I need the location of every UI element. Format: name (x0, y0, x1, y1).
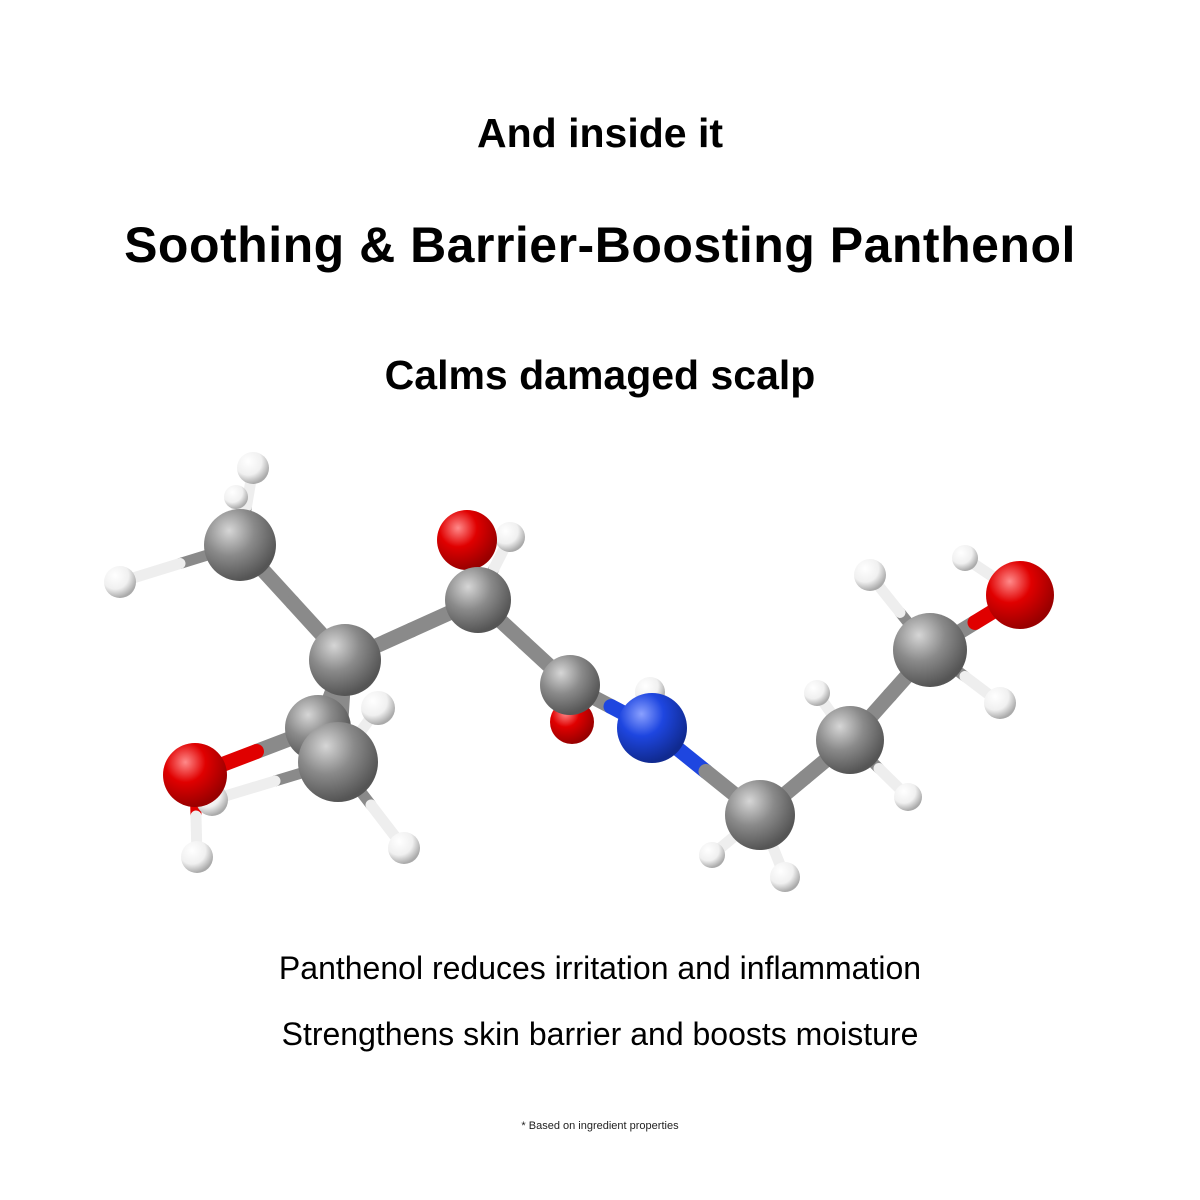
page-title: Soothing & Barrier-Boosting Panthenol (124, 217, 1076, 273)
benefit-line-2: Strengthens skin barrier and boosts mois… (281, 1016, 919, 1052)
carbon-atom (309, 624, 381, 696)
hydrogen-atom (894, 783, 922, 811)
hydrogen-atom (181, 841, 213, 873)
carbon-atom (445, 567, 511, 633)
hydrogen-atom (224, 485, 248, 509)
carbon-atom (893, 613, 967, 687)
oxygen-atom (437, 510, 497, 570)
oxygen-atom (163, 743, 227, 807)
hydrogen-atom (804, 680, 830, 706)
hydrogen-atom (699, 842, 725, 868)
hydrogen-atom (770, 862, 800, 892)
hydrogen-atom (388, 832, 420, 864)
hydrogen-atom (952, 545, 978, 571)
footnote: * Based on ingredient properties (521, 1120, 679, 1132)
intro-heading: And inside it (477, 110, 723, 156)
molecule-model-image (104, 452, 1054, 892)
carbon-atom (204, 509, 276, 581)
subtitle: Calms damaged scalp (384, 352, 816, 398)
hydrogen-atom (984, 687, 1016, 719)
nitrogen-atom (617, 693, 687, 763)
hydrogen-atom (495, 522, 525, 552)
carbon-atom (298, 722, 378, 802)
carbon-atom (725, 780, 795, 850)
benefit-line-1: Panthenol reduces irritation and inflamm… (278, 950, 922, 986)
hydrogen-atom (237, 452, 269, 484)
hydrogen-atom (361, 691, 395, 725)
carbon-atom (816, 706, 884, 774)
hydrogen-atom (854, 559, 886, 591)
oxygen-atom (986, 561, 1054, 629)
carbon-atom (540, 655, 600, 715)
hydrogen-atom (104, 566, 136, 598)
